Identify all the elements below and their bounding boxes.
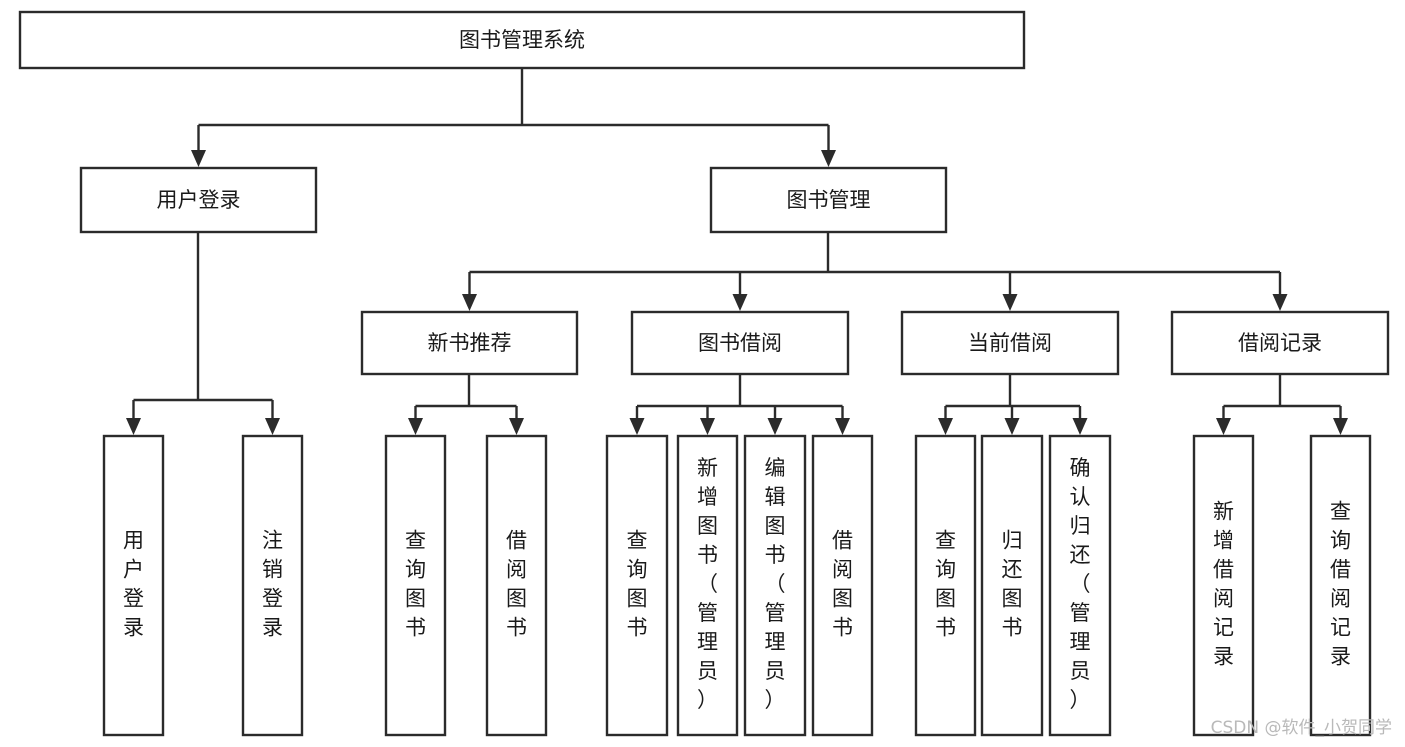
node-box[interactable] [79,166,318,234]
node-label: 用户登录 [123,529,144,640]
node-box[interactable] [676,434,739,737]
node-label: 查询图书 [935,529,956,640]
node-label: 查询图书 [405,529,426,640]
arrow-head-icon [767,418,783,435]
level3-node-current-borrow[interactable]: 当前借阅 [900,310,1120,376]
arrow-head-icon [629,418,645,435]
leaf-node-leaf-user-login[interactable]: 用户登录 [102,434,165,737]
node-label: 借阅图书 [506,529,527,640]
arrow-head-icon [1004,418,1020,435]
leaf-node-leaf-return-book[interactable]: 归还图书 [980,434,1044,737]
node-box[interactable] [384,434,447,737]
node-label: 查询借阅记录 [1330,500,1351,669]
node-box[interactable] [102,434,165,737]
node-box[interactable] [18,10,1026,70]
arrow-head-icon [938,418,953,435]
node-label: 注销登录 [262,529,283,640]
node-box[interactable] [811,434,874,737]
node-label: 当前借阅 [968,331,1052,355]
node-label: 借阅记录 [1238,331,1322,355]
leaf-node-leaf-add-book-admin[interactable]: 新增图书（管理员） [676,434,739,737]
node-label: 借阅图书 [832,529,853,640]
node-label: 用户登录 [157,188,241,212]
node-box[interactable] [709,166,948,234]
arrow-head-icon [462,294,477,311]
node-label: 新增图书（管理员） [697,456,718,712]
arrow-head-icon [1002,294,1018,311]
level2-node-book-management[interactable]: 图书管理 [709,166,948,234]
node-box[interactable] [605,434,669,737]
connector-current-to-leaves [938,374,1088,435]
arrow-head-icon [126,418,141,435]
arrow-head-icon [1216,418,1231,435]
leaf-node-leaf-borrow-book[interactable]: 借阅图书 [811,434,874,737]
connector-recommend-to-leaves [408,374,524,435]
connector-borrow-to-leaves [629,374,850,435]
leaf-node-leaf-query-book-current[interactable]: 查询图书 [914,434,977,737]
arrow-head-icon [408,418,423,435]
node-box[interactable] [900,310,1120,376]
node-label: 确认归还（管理员） [1070,456,1091,712]
root-node-root[interactable]: 图书管理系统 [18,10,1026,70]
arrow-head-icon [835,418,850,435]
node-label: 编辑图书（管理员） [765,456,786,712]
level3-node-borrow-records[interactable]: 借阅记录 [1170,310,1390,376]
level2-node-user-login[interactable]: 用户登录 [79,166,318,234]
nodes-layer: 图书管理系统用户登录图书管理新书推荐图书借阅当前借阅借阅记录用户登录注销登录查询… [18,10,1390,737]
node-box[interactable] [630,310,850,376]
node-box[interactable] [1309,434,1372,737]
connector-root-to-level2 [191,68,836,167]
leaf-node-leaf-query-book-borrow[interactable]: 查询图书 [605,434,669,737]
level3-node-book-borrow[interactable]: 图书借阅 [630,310,850,376]
node-label: 归还图书 [1002,529,1023,640]
arrow-head-icon [732,294,748,311]
node-box[interactable] [1170,310,1390,376]
node-label: 查询图书 [627,529,648,640]
node-box[interactable] [1192,434,1255,737]
leaf-node-leaf-user-logout[interactable]: 注销登录 [241,434,304,737]
level3-node-new-book-recommend[interactable]: 新书推荐 [360,310,579,376]
arrow-head-icon [1333,418,1348,435]
node-box[interactable] [485,434,548,737]
arrow-head-icon [191,150,206,167]
node-label: 新书推荐 [428,331,512,355]
node-label: 新增借阅记录 [1213,500,1234,669]
leaf-node-leaf-borrow-book-recommend[interactable]: 借阅图书 [485,434,548,737]
node-box[interactable] [241,434,304,737]
leaf-node-leaf-confirm-return-admin[interactable]: 确认归还（管理员） [1048,434,1112,737]
node-box[interactable] [1048,434,1112,737]
connector-book-management-to-level3 [462,232,1288,311]
arrow-head-icon [509,418,524,435]
leaf-node-leaf-add-borrow-record[interactable]: 新增借阅记录 [1192,434,1255,737]
node-label: 图书管理系统 [459,28,585,52]
leaf-node-leaf-edit-book-admin[interactable]: 编辑图书（管理员） [743,434,807,737]
arrow-head-icon [1272,294,1288,311]
arrow-head-icon [265,418,280,435]
leaf-node-leaf-query-borrow-record[interactable]: 查询借阅记录 [1309,434,1372,737]
node-box[interactable] [980,434,1044,737]
leaf-node-leaf-query-book-recommend[interactable]: 查询图书 [384,434,447,737]
node-box[interactable] [914,434,977,737]
node-label: 图书管理 [787,188,871,212]
csdn-watermark: CSDN @软件_小贺同学 [1211,718,1392,738]
connector-records-to-leaves [1216,374,1348,435]
node-box[interactable] [743,434,807,737]
node-label: 图书借阅 [698,331,782,355]
connectors-layer [126,68,1348,435]
node-box[interactable] [360,310,579,376]
arrow-head-icon [821,150,836,167]
arrow-head-icon [1072,418,1088,435]
arrow-head-icon [700,418,715,435]
connector-user-login-to-leaves [126,232,280,435]
